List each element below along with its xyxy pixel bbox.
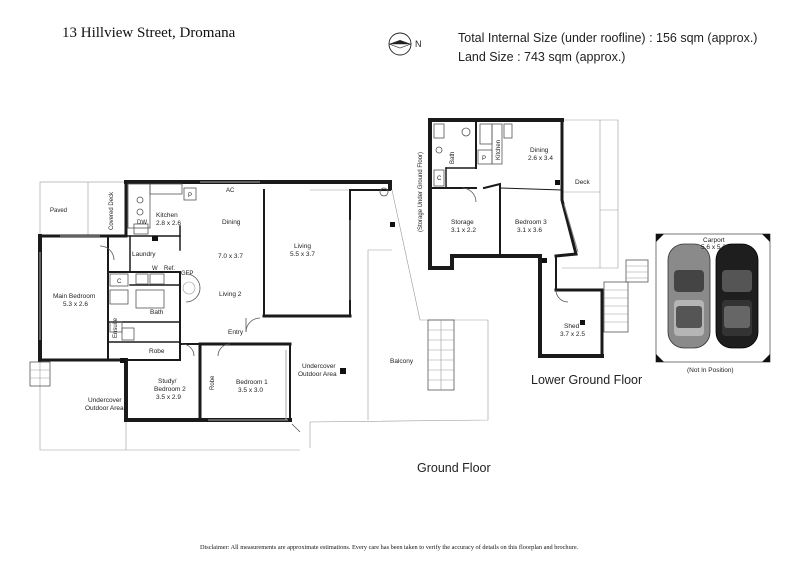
label-lower-kitchen: Kitchen — [496, 140, 502, 160]
label-kitchen-size: 2.8 x 2.6 — [156, 220, 181, 227]
address-title: 13 Hillview Street, Dromana — [62, 25, 236, 41]
lower-ground-floor-plan: (Storage Under Ground Floor) Bath Kitche… — [418, 118, 649, 358]
label-bedroom3-size: 3.1 x 3.6 — [517, 227, 542, 234]
label-living2: Living 2 — [219, 291, 242, 298]
land-size-text: Land Size : 743 sqm (approx.) — [458, 50, 625, 64]
label-kitchen: Kitchen — [156, 212, 178, 219]
label-storage-size: 3.1 x 2.2 — [451, 227, 476, 234]
car-grey-icon — [667, 243, 711, 349]
label-bedroom1-size: 3.5 x 3.0 — [238, 387, 263, 394]
label-bedroom3: Bedroom 3 — [515, 219, 547, 226]
label-undercover-left: Undercover — [88, 397, 122, 404]
label-lower-p: P — [482, 156, 486, 162]
label-lower-dining: Dining — [530, 147, 549, 154]
label-carport-note: (Not In Position) — [687, 367, 734, 374]
label-entry: Entry — [228, 329, 244, 336]
label-lower-c: C — [437, 176, 442, 182]
label-gfp: GFP — [181, 271, 193, 277]
label-dining: Dining — [222, 219, 241, 226]
balcony-stairs — [427, 319, 455, 391]
undercover-left-area — [39, 360, 300, 451]
label-w: W — [152, 266, 158, 272]
label-ac: AC — [226, 188, 235, 194]
label-shed-size: 3.7 x 2.5 — [560, 331, 585, 338]
label-study: Study/ — [158, 378, 177, 385]
label-dining-size: 7.0 x 3.7 — [218, 253, 243, 260]
label-laundry: Laundry — [132, 251, 156, 258]
label-p: P — [188, 193, 192, 199]
label-study-size: 3.5 x 2.9 — [156, 394, 181, 401]
label-storage: Storage — [451, 219, 474, 226]
label-deck: Deck — [575, 179, 591, 186]
lower-floor-title: Lower Ground Floor — [531, 373, 642, 387]
label-robe: Robe — [149, 348, 165, 355]
label-balcony: Balcony — [390, 358, 414, 365]
north-label: N — [415, 39, 422, 49]
lower-stairs — [603, 259, 649, 333]
disclaimer-text: Disclaimer: All measurements are approxi… — [200, 544, 579, 551]
label-bedroom1: Bedroom 1 — [236, 379, 268, 386]
label-main-bedroom: Main Bedroom — [53, 293, 95, 300]
ground-floor-plan: Paved Covered Deck Kitchen 2.8 x 2.6 DW … — [29, 180, 489, 451]
label-undercover: Undercover — [302, 363, 336, 370]
label-robe2: Robe — [210, 375, 216, 390]
label-ensuite: Ensuite — [113, 317, 119, 338]
label-lower-dining-size: 2.6 x 3.4 — [528, 155, 553, 162]
label-outdoor-area-left: Outdoor Area — [85, 405, 124, 412]
ground-floor-title: Ground Floor — [417, 461, 491, 475]
label-lower-bath: Bath — [450, 152, 456, 164]
label-dw: DW — [137, 220, 147, 226]
kitchen-bench — [127, 183, 151, 229]
label-bath: Bath — [150, 309, 164, 316]
outdoor-marker — [340, 368, 346, 374]
label-ref: Ref. — [164, 266, 175, 272]
label-storage-under: (Storage Under Ground Floor) — [418, 152, 424, 232]
total-size-text: Total Internal Size (under roofline) : 1… — [458, 31, 757, 45]
carport-outline — [655, 233, 771, 363]
label-shed: Shed — [564, 323, 580, 330]
compass-icon — [388, 32, 412, 56]
label-outdoor-area: Outdoor Area — [298, 371, 337, 378]
label-carport-size: 5.6 x 5.3 — [701, 244, 726, 251]
label-c: C — [117, 279, 122, 285]
car-black-icon — [715, 243, 759, 349]
label-study-line2: Bedroom 2 — [154, 386, 186, 393]
label-carport: Carport — [703, 237, 725, 244]
label-living-size: 5.5 x 3.7 — [290, 251, 315, 258]
carport-plan: Carport 5.6 x 5.3 — [655, 233, 771, 363]
label-covered-deck: Covered Deck — [109, 191, 115, 230]
left-steps — [29, 361, 51, 387]
label-paved: Paved — [50, 208, 67, 214]
label-living: Living — [294, 243, 311, 250]
label-main-bedroom-size: 5.3 x 2.6 — [63, 301, 88, 308]
deck-outline — [562, 119, 619, 269]
